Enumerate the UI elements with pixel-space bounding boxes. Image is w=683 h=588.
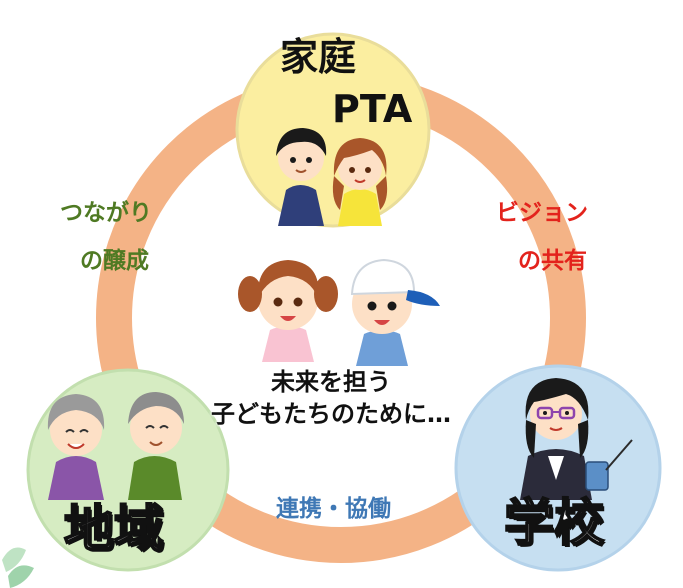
children-illustration-icon bbox=[238, 258, 440, 366]
home-label-line2: PTA bbox=[332, 87, 413, 131]
center-message-line1: 未来を担う bbox=[271, 368, 391, 396]
center-message-line2: 子どもたちのために… bbox=[211, 400, 451, 429]
community-node bbox=[26, 368, 230, 572]
teacher-illustration-icon bbox=[520, 378, 633, 500]
home-pta-node bbox=[235, 32, 431, 228]
edge-left-line1: つながり bbox=[60, 200, 152, 226]
parents-illustration-icon bbox=[276, 128, 388, 226]
edge-left-line2: の醸成 bbox=[80, 247, 149, 274]
edge-label-right: ビジョン の共有 bbox=[496, 200, 588, 275]
leaf-decoration-icon bbox=[2, 547, 34, 588]
center-message: 未来を担う 子どもたちのために… bbox=[176, 366, 486, 431]
edge-right-line1: ビジョン bbox=[496, 200, 588, 226]
school-label: 学校 bbox=[503, 494, 605, 552]
edge-label-bottom: 連携・協働 bbox=[276, 496, 391, 522]
home-circle bbox=[235, 32, 431, 228]
edge-right-line2: の共有 bbox=[518, 247, 587, 274]
community-label: 地域 bbox=[63, 500, 165, 558]
home-label-line1: 家庭 bbox=[280, 35, 357, 79]
elderly-couple-illustration-icon bbox=[47, 392, 184, 500]
edge-label-left: つながり の醸成 bbox=[60, 200, 152, 275]
school-node bbox=[454, 364, 662, 572]
